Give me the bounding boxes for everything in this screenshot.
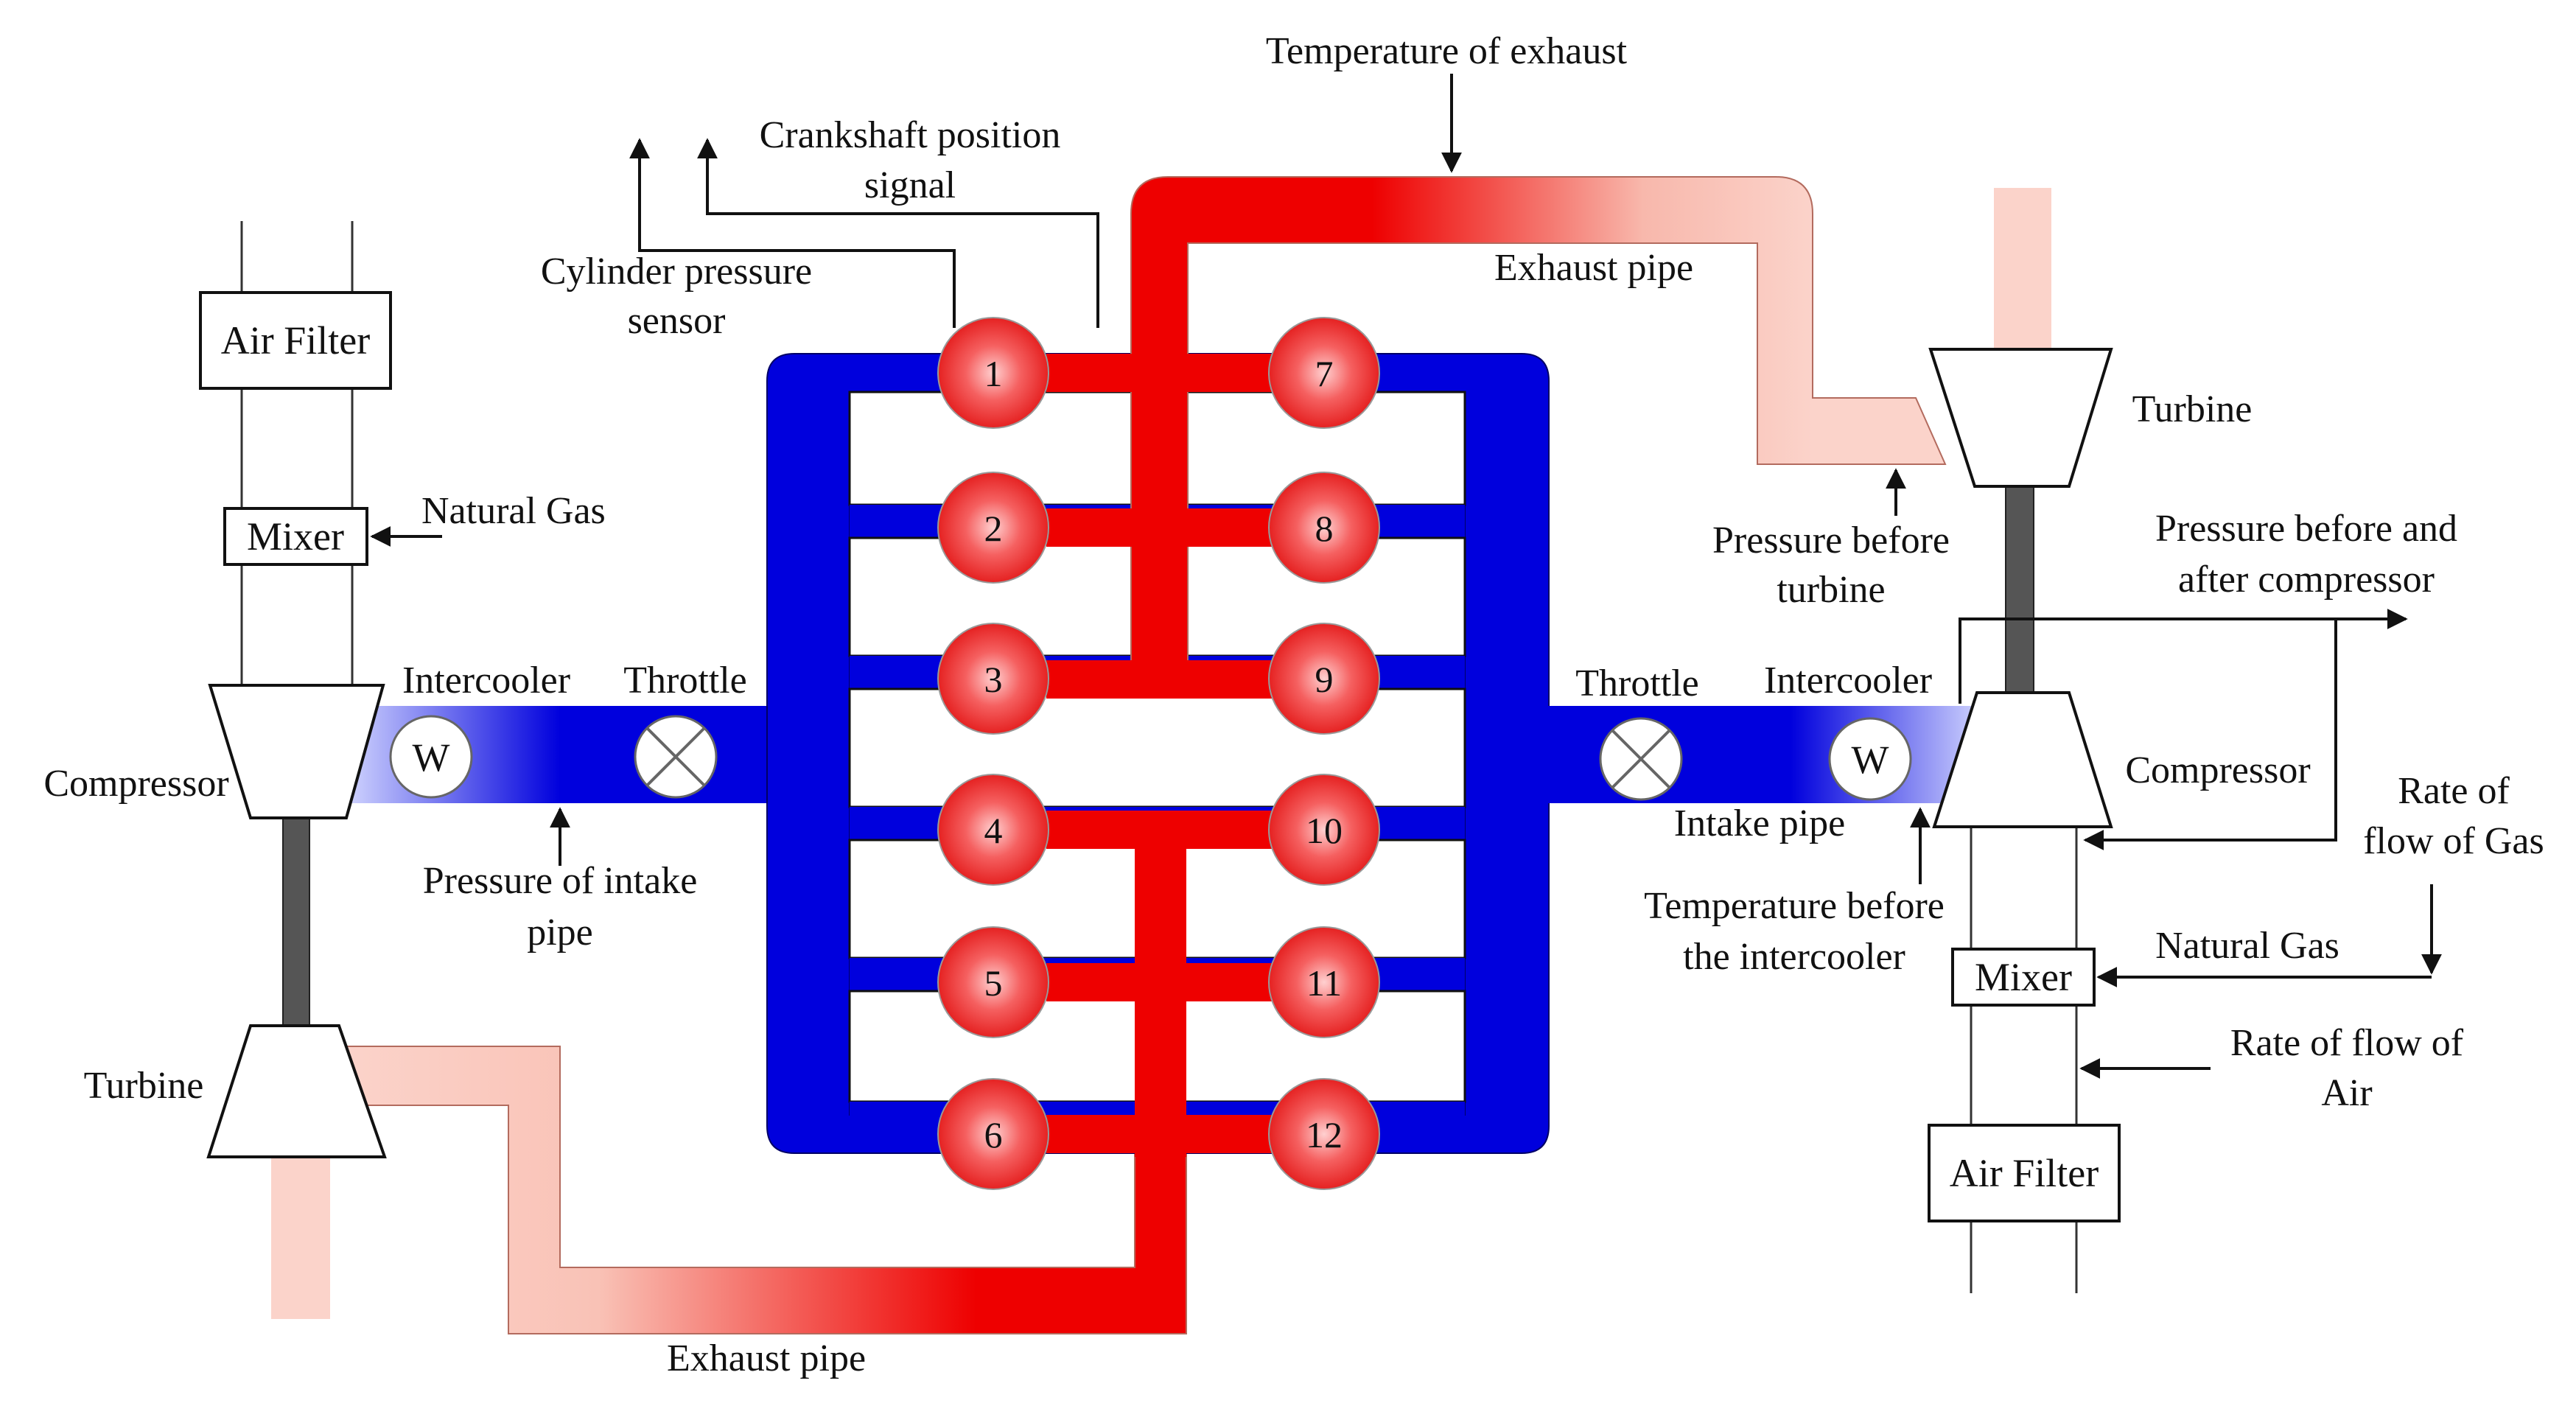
- svg-text:7: 7: [1315, 353, 1334, 394]
- svg-text:5: 5: [984, 962, 1003, 1004]
- svg-text:3: 3: [984, 659, 1003, 700]
- svg-text:2: 2: [984, 508, 1003, 549]
- svg-text:1: 1: [984, 353, 1003, 394]
- left-turbo-shaft: [282, 817, 310, 1032]
- cylinder-11: 11: [1268, 926, 1380, 1038]
- left-mixer-label: Mixer: [247, 514, 344, 559]
- label-exhaust-pipe-top: Exhaust pipe: [1494, 247, 1693, 289]
- label-right-throttle: Throttle: [1575, 662, 1699, 704]
- label-temperature-of-exhaust: Temperature of exhaust: [1266, 30, 1628, 72]
- label-rate-gas-1: Rate of: [2398, 770, 2510, 812]
- label-exhaust-pipe-bottom: Exhaust pipe: [667, 1337, 866, 1379]
- cylinder-5: 5: [937, 926, 1049, 1038]
- right-turbine: [1928, 348, 2113, 488]
- right-exhaust-outlet: [1994, 188, 2051, 350]
- right-intercooler-icon: [1828, 717, 1912, 801]
- cylinder-8: 8: [1268, 472, 1380, 584]
- left-intercooler-symbol: W: [413, 735, 450, 780]
- right-throttle-icon: [1599, 717, 1683, 801]
- label-rate-air-1: Rate of flow of: [2230, 1022, 2464, 1064]
- left-compressor: [208, 684, 385, 819]
- left-throttle-icon: [634, 715, 718, 799]
- svg-text:6: 6: [984, 1114, 1003, 1155]
- left-mixer: [223, 507, 368, 566]
- label-temp-intercooler-1: Temperature before: [1644, 885, 1945, 927]
- cylinder-6: 6: [937, 1078, 1049, 1190]
- arrow-pressure-compressor: [1959, 609, 2408, 704]
- cylinder-3: 3: [937, 623, 1049, 735]
- label-pressure-compressor-2: after compressor: [2178, 559, 2435, 601]
- exhaust-branches-lower: [1046, 811, 1282, 1157]
- svg-text:9: 9: [1315, 659, 1334, 700]
- left-air-path: [240, 221, 354, 685]
- label-cylinder-pressure-1: Cylinder pressure: [541, 251, 812, 293]
- right-air-filter-label: Air Filter: [1950, 1151, 2099, 1195]
- exhaust-pipe-top: [1130, 176, 1947, 686]
- right-air-filter: [1928, 1124, 2121, 1222]
- label-right-turbine: Turbine: [2132, 388, 2253, 430]
- left-intercooler-icon: [389, 715, 473, 799]
- left-air-filter-label: Air Filter: [221, 318, 370, 363]
- label-right-intercooler: Intercooler: [1764, 659, 1932, 702]
- label-pressure-turbine-2: turbine: [1777, 569, 1885, 611]
- arrow-cylinder-pressure: [629, 138, 956, 328]
- exhaust-branches-upper: [1046, 354, 1282, 699]
- svg-text:12: 12: [1306, 1114, 1343, 1155]
- cylinder-1: 1: [937, 317, 1049, 429]
- label-rate-gas-2: flow of Gas: [2363, 820, 2544, 862]
- label-left-natural-gas: Natural Gas: [421, 490, 606, 532]
- arrow-crankshaft: [697, 138, 1099, 328]
- cylinder-9: 9: [1268, 623, 1380, 735]
- label-crankshaft-2: signal: [864, 164, 956, 206]
- label-cylinder-pressure-2: sensor: [628, 300, 726, 342]
- right-mixer-label: Mixer: [1975, 955, 2072, 999]
- label-left-throttle: Throttle: [623, 659, 747, 702]
- label-right-compressor: Compressor: [2125, 749, 2310, 791]
- left-turbine: [206, 1024, 387, 1158]
- label-left-turbine: Turbine: [84, 1065, 204, 1107]
- right-compressor: [1932, 691, 2113, 828]
- right-air-path: [1970, 825, 2078, 1293]
- label-crankshaft-1: Crankshaft position: [760, 114, 1061, 156]
- cylinder-7: 7: [1268, 317, 1380, 429]
- arrow-pressure-compressor-lower: [2083, 619, 2337, 850]
- cylinder-2: 2: [937, 472, 1049, 584]
- label-pressure-intake-2: pipe: [527, 912, 593, 954]
- right-turbo-shaft: [2005, 482, 2034, 697]
- label-rate-air-2: Air: [2321, 1072, 2372, 1114]
- cylinders: 1 2 3 4 5 6 7 8 9 10 11 12: [937, 317, 1380, 1190]
- right-mixer: [1951, 948, 2096, 1007]
- svg-text:10: 10: [1306, 810, 1343, 851]
- label-pressure-compressor-1: Pressure before and: [2155, 508, 2457, 550]
- cylinder-10: 10: [1268, 774, 1380, 886]
- svg-text:8: 8: [1315, 508, 1334, 549]
- label-pressure-turbine-1: Pressure before: [1712, 519, 1950, 561]
- label-temp-intercooler-2: the intercooler: [1683, 936, 1905, 978]
- cylinder-4: 4: [937, 774, 1049, 886]
- svg-text:4: 4: [984, 810, 1003, 851]
- left-air-filter: [199, 291, 392, 390]
- label-right-natural-gas: Natural Gas: [2155, 925, 2339, 967]
- left-exhaust-outlet: [271, 1120, 330, 1319]
- label-intake-pipe: Intake pipe: [1674, 802, 1845, 844]
- svg-text:11: 11: [1306, 962, 1342, 1004]
- label-pressure-intake-1: Pressure of intake: [423, 860, 698, 902]
- label-left-compressor: Compressor: [43, 763, 228, 805]
- label-left-intercooler: Intercooler: [402, 659, 570, 702]
- cylinder-12: 12: [1268, 1078, 1380, 1190]
- right-intercooler-symbol: W: [1852, 738, 1889, 782]
